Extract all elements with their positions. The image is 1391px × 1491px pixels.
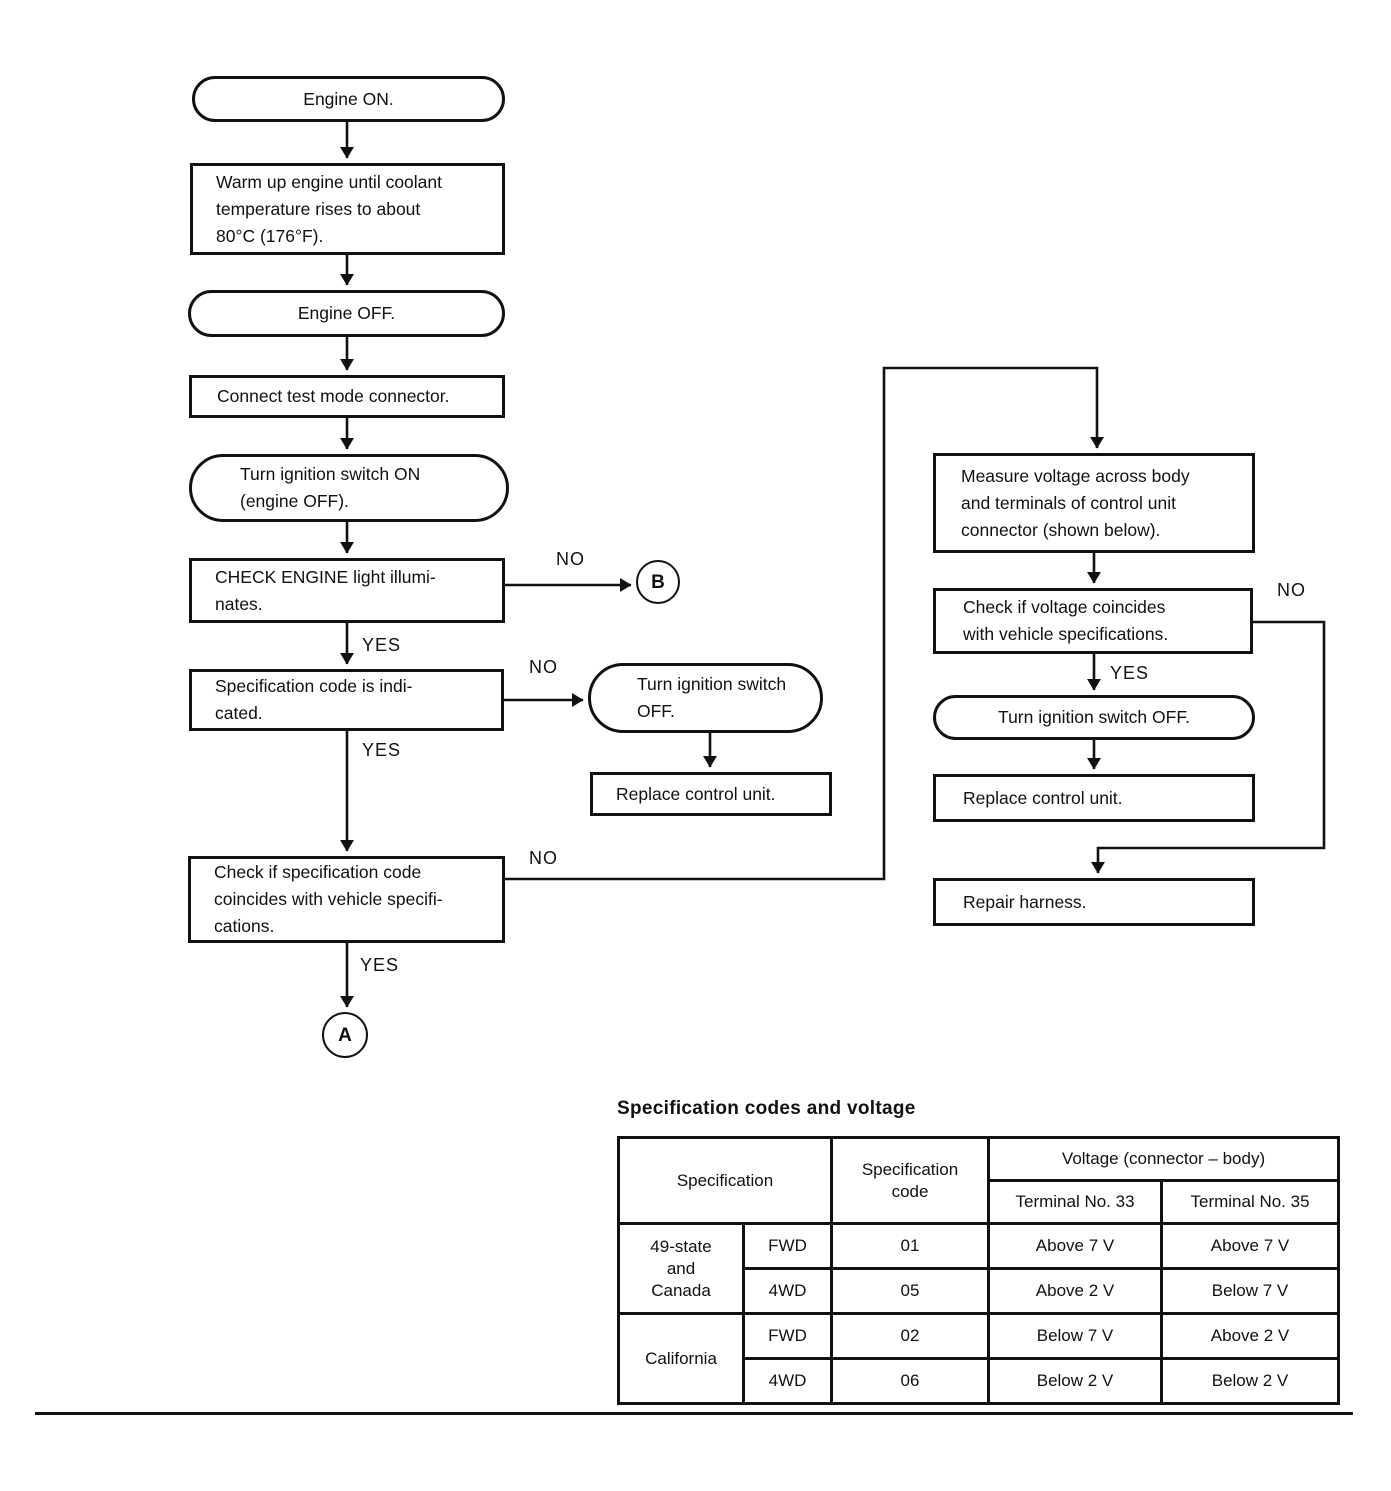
cell-code: 02 (830, 1312, 991, 1360)
col-header-voltage: Voltage (connector – body) (987, 1136, 1341, 1182)
spec-codes-voltage-table: Specification Specification code Voltage… (616, 1136, 1341, 1405)
flow-node-check-voltage: Check if voltage coincides with vehicle … (933, 588, 1253, 654)
flow-node-replace-control-unit-mid: Replace control unit. (590, 772, 832, 816)
cell-terminal-35: Above 7 V (1160, 1222, 1341, 1270)
edge-label-yes: YES (360, 955, 400, 975)
flow-node-ignition-off-mid: Turn ignition switch OFF. (588, 663, 823, 733)
cell-spec-group: 49-state and Canada (617, 1222, 745, 1315)
col-header-terminal-35: Terminal No. 35 (1160, 1179, 1341, 1225)
cell-terminal-35: Above 2 V (1160, 1312, 1341, 1360)
page-divider-rule (35, 1412, 1353, 1415)
flow-node-check-spec-code: Check if specification code coincides wi… (188, 856, 505, 943)
flow-node-engine-on: Engine ON. (192, 76, 505, 122)
flow-connector-a: A (322, 1012, 368, 1058)
flow-node-connect-test-mode: Connect test mode connector. (189, 375, 505, 418)
table-row: 49-state and Canada FWD 01 Above 7 V Abo… (617, 1222, 1341, 1315)
flow-connector-b: B (636, 560, 680, 604)
flow-node-replace-control-unit-right: Replace control unit. (933, 774, 1255, 822)
cell-drive: FWD (741, 1312, 834, 1360)
edge-label-no: NO (529, 657, 558, 677)
col-header-specification: Specification (616, 1136, 834, 1225)
edge-label-yes: YES (362, 740, 402, 760)
flow-node-spec-code-indicated: Specification code is indi- cated. (189, 669, 504, 731)
flow-node-check-engine-light: CHECK ENGINE light illumi- nates. (189, 558, 505, 623)
cell-terminal-35: Below 7 V (1160, 1267, 1341, 1315)
cell-terminal-33: Below 2 V (987, 1357, 1164, 1405)
edge-label-no: NO (529, 848, 558, 868)
cell-code: 05 (830, 1267, 991, 1315)
edge-checkvolt-no-repair (1091, 620, 1326, 874)
edge-checkspec-no-measure (505, 366, 1104, 881)
flow-node-measure-voltage: Measure voltage across body and terminal… (933, 453, 1255, 553)
flow-node-warm-up-engine: Warm up engine until coolant temperature… (190, 163, 505, 255)
cell-terminal-33: Below 7 V (987, 1312, 1164, 1360)
edge-label-no: NO (1277, 580, 1306, 600)
cell-drive: FWD (741, 1222, 834, 1270)
cell-terminal-33: Above 2 V (987, 1267, 1164, 1315)
cell-terminal-35: Below 2 V (1160, 1357, 1341, 1405)
flow-node-ignition-on: Turn ignition switch ON (engine OFF). (189, 454, 509, 522)
flow-node-engine-off: Engine OFF. (188, 290, 505, 337)
table-title: Specification codes and voltage (617, 1098, 916, 1119)
table-row: 4WD 06 Below 2 V Below 2 V (619, 1357, 1341, 1405)
cell-code: 06 (830, 1357, 991, 1405)
col-header-spec-code: Specification code (830, 1136, 991, 1225)
flow-node-repair-harness: Repair harness. (933, 878, 1255, 926)
edge-label-yes: YES (1110, 663, 1150, 683)
edge-label-no: NO (556, 549, 585, 569)
cell-drive: 4WD (741, 1357, 834, 1405)
col-header-terminal-33: Terminal No. 33 (987, 1179, 1164, 1225)
cell-code: 01 (830, 1222, 991, 1270)
cell-spec-group: California (617, 1312, 745, 1405)
cell-drive: 4WD (741, 1267, 834, 1315)
edge-label-yes: YES (362, 635, 402, 655)
spec-codes-voltage-section: Specification codes and voltage Specific… (616, 1098, 1341, 1405)
table-row: California FWD 02 Below 7 V Above 2 V (617, 1312, 1341, 1405)
cell-terminal-33: Above 7 V (987, 1222, 1164, 1270)
flow-node-ignition-off-right: Turn ignition switch OFF. (933, 695, 1255, 740)
table-row: 4WD 05 Above 2 V Below 7 V (619, 1267, 1341, 1315)
